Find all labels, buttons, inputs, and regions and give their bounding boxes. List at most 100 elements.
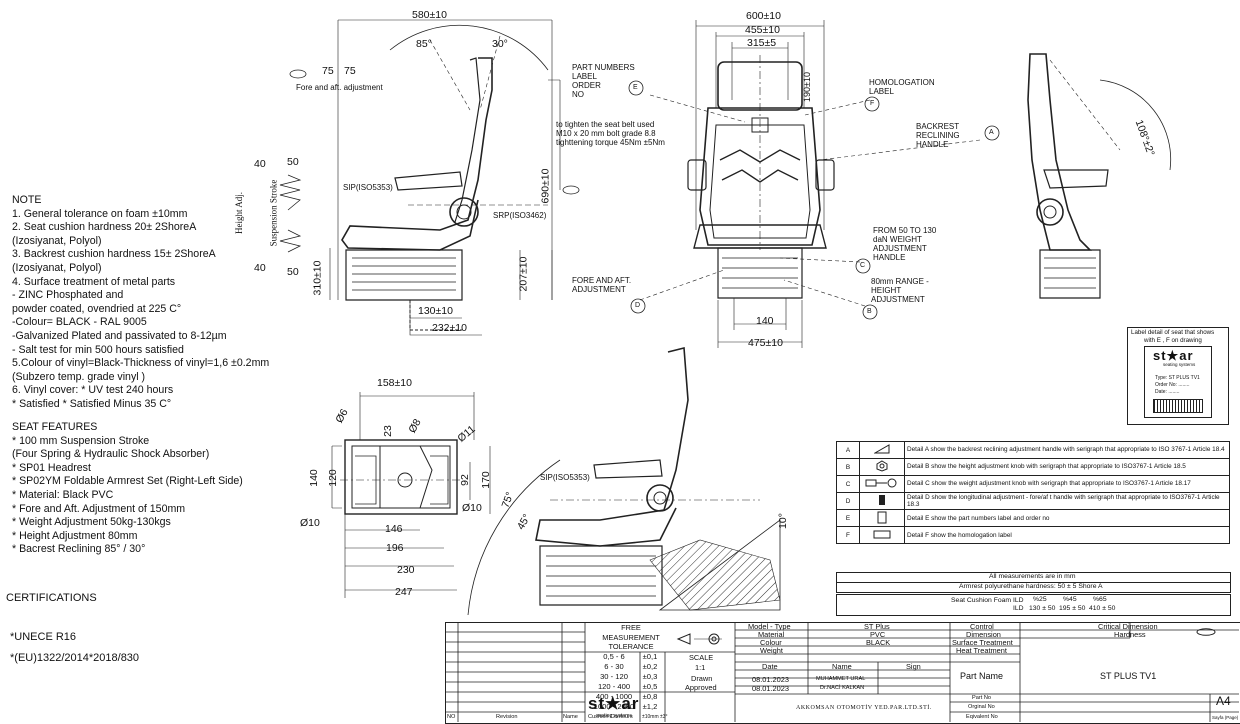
note-text: BACKREST <box>916 122 960 131</box>
equivalent-no-label: Eqivalent No <box>966 714 998 720</box>
front-view-seat <box>548 20 981 348</box>
tol-range: 1000 - 2000 <box>593 702 635 711</box>
colour-value: BLACK <box>866 638 891 647</box>
ild-box: Seat Cushion Foam ILD ILD %25 %45 %65 13… <box>836 594 1231 616</box>
ild-val: 410 ± 50 <box>1089 605 1116 612</box>
original-no-label: Orginal No <box>968 704 995 710</box>
note-text: ORDER <box>572 81 601 90</box>
note-text: HANDLE <box>873 253 906 262</box>
dim-h40a: 40 <box>254 158 266 170</box>
note-line: - Salt test for min 500 hours satisfied <box>12 343 184 356</box>
tol-value: ±0,2 <box>642 662 658 671</box>
star-logo: st★ar <box>588 694 640 713</box>
label-type: Type: ST PLUS TV1 <box>1155 375 1200 381</box>
notes-section: NOTE 1. General tolerance on foam ±10mm … <box>12 194 269 412</box>
feature-line: * 100 mm Suspension Stroke <box>12 434 150 447</box>
marker-c: C <box>860 262 866 269</box>
tolerance-row: 6 - 30 ±0,2 <box>590 662 662 672</box>
dim-140: 140 <box>756 315 774 327</box>
tol-range: 30 - 120 <box>600 672 628 681</box>
note-line: - ZINC Phosphated and <box>12 289 124 302</box>
note-text: HANDLE <box>916 140 949 149</box>
note-text: to tighten the seat belt used <box>556 120 655 129</box>
table-row: C Detail C show the weight adjustment kn… <box>836 475 1230 493</box>
note-line: (Izosiyanat, Polyol) <box>12 261 102 274</box>
angle-85: 85° <box>416 38 432 50</box>
note-text: FROM 50 TO 130 <box>873 226 937 235</box>
scale-value: 1:1 <box>695 663 706 672</box>
note-text: HOMOLOGATION <box>869 78 935 87</box>
surface-label: Surface Treatment <box>952 638 1013 647</box>
feature-line: * Weight Adjustment 50kg-130kgs <box>12 516 171 529</box>
pu-note-box: Armrest polyurethane hardness: 50 ± 5 Sh… <box>836 582 1231 593</box>
dim-d10b: Ø10 <box>462 502 482 514</box>
tol-value: ±0,3 <box>642 672 658 681</box>
part-name-value: ST PLUS TV1 <box>1100 671 1157 681</box>
dim-455: 455±10 <box>745 24 780 36</box>
sheet-size: A4 <box>1216 694 1231 708</box>
feature-line: * SP01 Headrest <box>12 461 91 474</box>
dim-232: 232±10 <box>432 322 467 334</box>
part-no-label: Part No <box>972 695 991 701</box>
features-section: SEAT FEATURES * 100 mm Suspension Stroke… <box>12 421 243 557</box>
note-text: ADJUSTMENT <box>871 295 925 304</box>
tolerance-row: 400 - 1000±0,8 <box>590 692 662 702</box>
hardness-label: Hardness <box>1114 630 1146 639</box>
side-view-seat <box>279 19 553 336</box>
measure-note: All measurements are in mm <box>989 573 1076 580</box>
model-label: Model - Type <box>748 622 791 631</box>
ild-label-2: ILD <box>1013 605 1024 612</box>
drawn-label: Drawn <box>691 674 713 683</box>
approved-date: 08.01.2023 <box>752 684 789 693</box>
approved-label: Approved <box>685 683 717 692</box>
note-text: RECLINING <box>916 131 960 140</box>
note-line: 2. Seat cushion hardness 20± 2ShoreA <box>12 221 197 234</box>
recline-view <box>467 346 781 616</box>
tol-value: ±1,2 <box>642 702 658 711</box>
company-name: AKKOMSAN OTOMOTİV YED.PAR.LTD.STİ. <box>796 705 932 711</box>
tolerance-row: 0,5 - 6±0,1 <box>590 652 662 662</box>
ild-col: %25 <box>1033 596 1047 603</box>
critical-label: Critical Dimension <box>1098 622 1158 631</box>
weight-label: Weight <box>760 646 783 655</box>
ild-col: %45 <box>1063 596 1077 603</box>
right-view-seat <box>1027 53 1172 299</box>
note-text: PART NUMBERS <box>572 63 635 72</box>
label-detail-box: Label detail of seat that shows with E ,… <box>1127 327 1229 425</box>
certifications-heading: CERTIFICATIONS <box>6 592 97 604</box>
note-text: NO <box>572 90 584 99</box>
weight-adjust-note: FROM 50 TO 130 daN WEIGHT ADJUSTMENT HAN… <box>873 226 936 262</box>
dim-h50a: 50 <box>287 156 299 168</box>
note-line: 1. General tolerance on foam ±10mm <box>12 207 188 220</box>
note-text: LABEL <box>572 72 597 81</box>
projection-icon <box>676 632 726 651</box>
pu-note: Armrest polyurethane hardness: 50 ± 5 Sh… <box>959 583 1103 590</box>
label-box-subtitle: with E , F on drawing <box>1144 337 1202 344</box>
note-line: 5.Colour of vinyl=Black-Thickness of vin… <box>12 357 270 370</box>
note-line: 4. Surface treatment of metal parts <box>12 275 176 288</box>
feature-line: * Fore and Aft. Adjustment of 150mm <box>12 502 186 515</box>
note-text: ADJUSTMENT <box>873 244 927 253</box>
label-box-title: Label detail of seat that shows <box>1131 329 1215 336</box>
tolerance-row: 1000 - 2000 ±1,2 <box>590 702 662 712</box>
homologation-note: HOMOLOGATION LABEL <box>869 78 935 96</box>
note-line: -Colour= BLACK - RAL 9005 <box>12 316 147 329</box>
approved-name: Dr.NACİ KALKAN <box>820 685 865 691</box>
tolerance-row: 30 - 120 ±0,3 <box>590 672 662 682</box>
ild-val: 130 ± 50 <box>1029 605 1056 612</box>
dim-146: 146 <box>385 523 403 535</box>
note-text: tighttening torque 45Nm ±5Nm <box>556 138 665 147</box>
table-row: D Detail D show the longitudinal adjustm… <box>836 492 1230 510</box>
material-value: PVC <box>870 630 886 639</box>
tol-range: 6 - 30 <box>604 662 624 671</box>
critical-dimension-icon <box>1196 623 1216 641</box>
table-row: F Detail F show the homologation label <box>836 526 1230 544</box>
header-text: MEASUREMENT <box>602 632 660 642</box>
sheet-page: Sayfa (Page) <box>1212 715 1239 720</box>
tol-value: ±0,1 <box>642 652 658 661</box>
belt-note: to tighten the seat belt used M10 x 20 m… <box>556 120 665 147</box>
ild-col: %65 <box>1093 596 1107 603</box>
base-plan-view <box>331 392 491 598</box>
star-logo: st★ar <box>1153 348 1194 363</box>
note-text: ADJUSTMENT <box>572 285 626 294</box>
